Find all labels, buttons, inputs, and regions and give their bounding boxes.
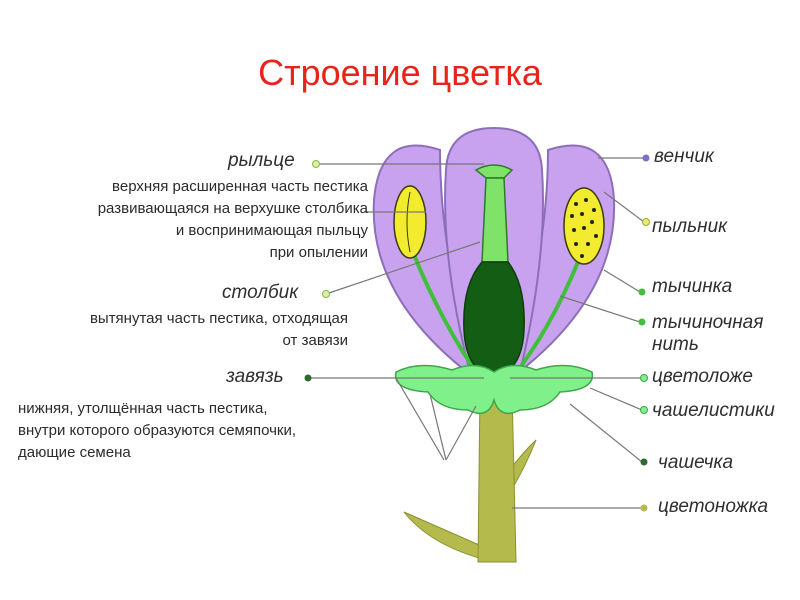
stem-shape	[477, 389, 517, 563]
pedicel-label: цветоножка	[658, 496, 769, 517]
calyx-label: чашечка	[658, 452, 734, 473]
style-desc-line: вытянутая часть пестика, отходящая	[89, 310, 348, 327]
anther-label: пыльник	[652, 216, 728, 237]
filament-label-line2: нить	[652, 334, 699, 355]
style-shape	[481, 177, 509, 263]
page-title: Строение цветка	[258, 52, 542, 93]
leaf-shape	[403, 511, 487, 561]
stigma-desc-line: верхняя расширенная часть пестика	[112, 178, 368, 195]
stigma-shape	[474, 164, 514, 179]
ovary-label: завязь	[226, 366, 284, 387]
stigma-desc-line: развивающаяся на верхушке столбика	[97, 200, 368, 217]
style-desc-line: от завязи	[282, 332, 348, 349]
style-description: вытянутая часть пестика, отходящая от за…	[18, 308, 348, 352]
stigma-desc-line: и воспринимающая пыльцу	[175, 222, 368, 239]
left-anther-shape	[393, 185, 427, 259]
stigma-desc-line: при опылении	[269, 244, 368, 261]
stigma-label: рыльце	[228, 150, 295, 171]
stamen-label: тычинка	[652, 276, 733, 297]
receptacle-label: цветоложе	[652, 366, 753, 387]
left-filament-shape	[410, 249, 482, 380]
ovary-desc-line: внутри которого образуются семяпочки,	[18, 422, 297, 439]
style-label: столбик	[222, 282, 299, 303]
ovary-description: нижняя, утолщённая часть пестика, внутри…	[18, 398, 378, 464]
corolla-label: венчик	[654, 146, 714, 167]
stigma-description: верхняя расширенная часть пестика развив…	[18, 176, 368, 264]
ovary-desc-line: дающие семена	[18, 444, 131, 461]
sepals-label: чашелистики	[652, 400, 775, 421]
ovary-desc-line: нижняя, утолщённая часть пестика,	[18, 400, 268, 417]
ovary-shape	[463, 261, 525, 377]
filament-label-line1: тычиночная	[652, 312, 764, 333]
